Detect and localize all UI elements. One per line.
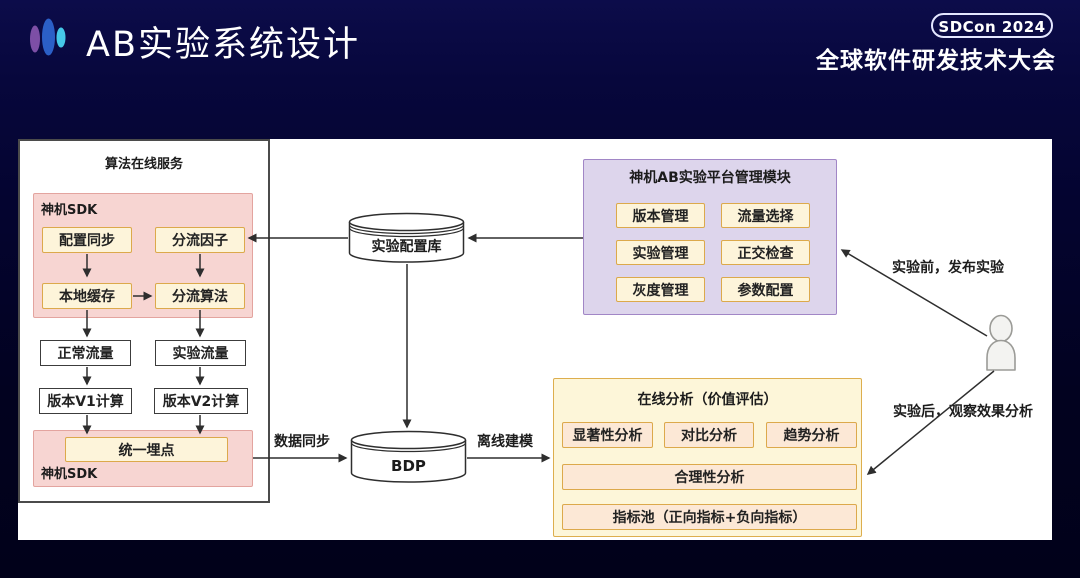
node-rationality-analysis: 合理性分析 (562, 464, 857, 490)
label-offline-modeling: 离线建模 (477, 434, 533, 450)
node-experiment-traffic: 实验流量 (155, 340, 246, 366)
conference-badge: SDCon 2024 (931, 13, 1053, 38)
database-cylinder-icon (348, 212, 465, 263)
node-traffic-select: 流量选择 (721, 203, 810, 228)
person-icon (986, 314, 1016, 371)
analysis-title: 在线分析（价值评估） (637, 392, 778, 408)
node-significance-analysis: 显著性分析 (562, 422, 653, 448)
node-normal-traffic: 正常流量 (40, 340, 131, 366)
bdp-label: BDP (391, 457, 426, 475)
sdk-top-label: 神机SDK (41, 203, 98, 218)
sdk-bottom-label: 神机SDK (41, 467, 98, 482)
label-after-experiment: 实验后，观察效果分析 (893, 404, 1033, 420)
conference-name: 全球软件研发技术大会 (816, 48, 1056, 74)
node-version-v1-compute: 版本V1计算 (39, 388, 132, 414)
label-before-experiment: 实验前，发布实验 (892, 260, 1004, 276)
config-db-label: 实验配置库 (371, 239, 442, 255)
page-title: AB实验系统设计 (86, 25, 360, 65)
database-cylinder-icon (350, 430, 467, 483)
node-metric-pool: 指标池（正向指标+负向指标） (562, 504, 857, 530)
node-gray-mgmt: 灰度管理 (616, 277, 705, 302)
node-split-algorithm: 分流算法 (155, 283, 245, 309)
node-experiment-mgmt: 实验管理 (616, 240, 705, 265)
node-config-sync: 配置同步 (42, 227, 132, 253)
label-data-sync: 数据同步 (274, 434, 330, 450)
node-split-factor: 分流因子 (155, 227, 245, 253)
node-comparison-analysis: 对比分析 (664, 422, 754, 448)
mgmt-title: 神机AB实验平台管理模块 (629, 170, 791, 186)
node-param-config: 参数配置 (721, 277, 810, 302)
node-local-cache: 本地缓存 (42, 283, 132, 309)
node-trend-analysis: 趋势分析 (766, 422, 857, 448)
algo-service-title: 算法在线服务 (104, 157, 183, 172)
node-unified-tracking: 统一埋点 (65, 437, 228, 462)
node-version-v2-compute: 版本V2计算 (154, 388, 248, 414)
node-version-mgmt: 版本管理 (616, 203, 705, 228)
logo-icon (30, 18, 66, 56)
node-orthogonal-check: 正交检查 (721, 240, 810, 265)
